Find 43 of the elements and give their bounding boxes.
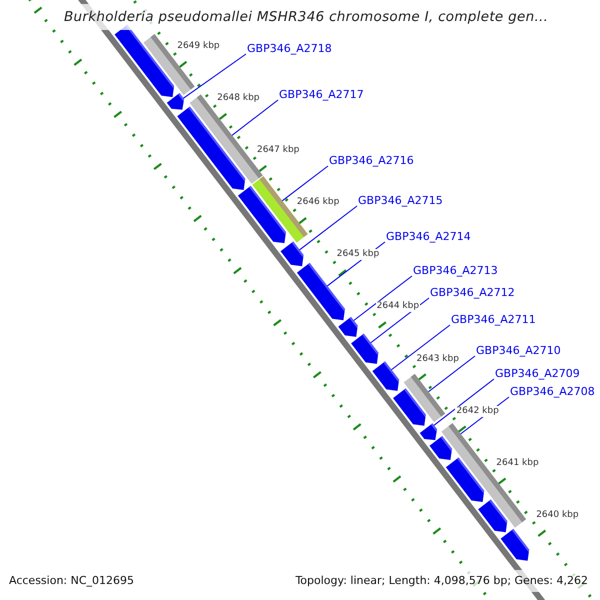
leader-line — [390, 324, 450, 370]
gene-label: GBP346_A2715 — [358, 194, 443, 208]
gene-label: GBP346_A2708 — [510, 385, 595, 399]
gene-label: GBP346_A2716 — [329, 154, 414, 168]
leader-line — [183, 54, 246, 99]
scale-label: 2642 kbp — [455, 406, 500, 417]
gene-label: GBP346_A2712 — [430, 286, 515, 300]
gene-block — [177, 106, 246, 190]
leader-line — [282, 166, 328, 202]
gene-block — [372, 361, 400, 391]
gene-block — [296, 262, 345, 320]
leader-line — [353, 276, 412, 321]
gene-label: GBP346_A2717 — [279, 88, 364, 102]
gene-block — [338, 316, 358, 337]
gene-label: GBP346_A2713 — [413, 264, 498, 278]
leader-line — [428, 356, 476, 392]
gene-block — [166, 93, 184, 110]
gene-block — [238, 186, 286, 244]
scale-label: 2646 kbp — [296, 197, 340, 208]
gene-label: GBP346_A2714 — [386, 230, 471, 244]
leader-line — [232, 100, 278, 136]
gene-block — [430, 436, 452, 460]
leader-line — [299, 206, 358, 250]
gene-label: GBP346_A2718 — [247, 42, 332, 56]
gene-block — [478, 500, 508, 532]
leader-line — [434, 378, 494, 426]
scale-label: 2648 kbp — [216, 93, 261, 104]
scale-label: 2645 kbp — [336, 249, 380, 260]
gene-label: GBP346_A2711 — [451, 313, 536, 327]
leader-line — [370, 298, 430, 344]
gene-block — [420, 423, 438, 440]
gene-label: GBP346_A2709 — [495, 367, 580, 381]
scale-label: 2643 kbp — [416, 354, 460, 365]
gene-block — [351, 334, 378, 364]
scale-label: 2649 kbp — [176, 41, 221, 52]
gene-label: GBP346_A2710 — [476, 344, 561, 358]
scale-label: 2644 kbp — [376, 301, 420, 312]
scale-label: 2640 kbp — [535, 510, 580, 521]
scale-label: 2641 kbp — [495, 458, 540, 469]
scale-label: 2647 kbp — [256, 145, 300, 156]
gene-block — [280, 242, 304, 266]
gene-block — [500, 528, 530, 561]
gene-block — [393, 388, 426, 426]
